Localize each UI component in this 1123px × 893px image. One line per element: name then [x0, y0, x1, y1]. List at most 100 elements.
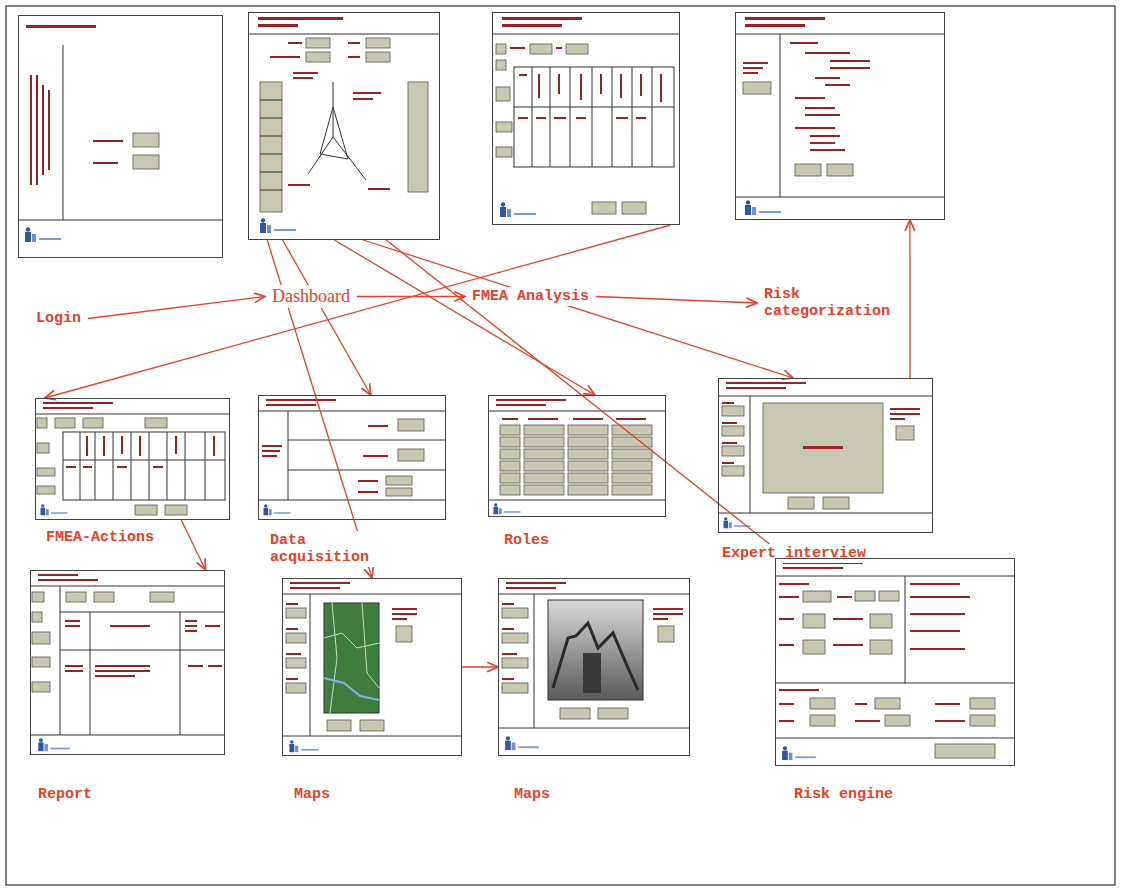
mockup-shape	[310, 594, 311, 736]
mockup-shape	[208, 665, 222, 667]
mockup-shape	[803, 614, 825, 628]
mockup-shape	[306, 38, 330, 48]
mockup-shape	[213, 436, 215, 456]
mockup-shape	[368, 425, 388, 427]
mockup-shape	[145, 418, 167, 428]
mockup-shape	[260, 172, 282, 173]
mockup-shape	[180, 612, 181, 735]
mockup-shape	[103, 436, 105, 456]
mockup-shape	[498, 728, 690, 729]
mockup-shape	[392, 613, 417, 615]
mockup-shape	[83, 418, 103, 428]
mockup-shape	[502, 678, 514, 680]
mockup-shape	[266, 399, 336, 401]
data-acquisition-mockup	[258, 399, 446, 515]
mockup-shape	[496, 60, 506, 70]
mockup-shape	[783, 567, 843, 569]
mockup-shape	[795, 97, 825, 99]
mockup-shape	[65, 670, 83, 672]
mockup-shape	[494, 503, 521, 514]
screen-label: FMEA-Actions	[43, 528, 157, 547]
mockup-shape	[803, 640, 825, 654]
mockup-shape	[722, 402, 734, 404]
mockup-shape	[93, 162, 118, 164]
mockup-shape	[510, 47, 525, 49]
screen-mockup: Dashboard	[248, 12, 440, 240]
mockup-shape	[570, 67, 571, 167]
mockup-shape	[286, 683, 306, 693]
screen-label: Dashboard	[269, 285, 353, 308]
mockup-shape	[653, 618, 668, 620]
screen-label: Data acquisition	[267, 531, 393, 567]
mockup-shape	[560, 708, 590, 719]
mockup-shape	[653, 608, 683, 610]
mockup-shape	[524, 437, 564, 447]
mockup-shape	[66, 592, 86, 602]
mockup-shape	[620, 74, 622, 98]
mockup-shape	[348, 42, 360, 44]
mockup-shape	[348, 56, 360, 58]
mockup-shape	[855, 703, 867, 705]
mockup-shape	[538, 74, 540, 98]
mockup-shape	[121, 436, 123, 454]
mockup-shape	[833, 618, 863, 620]
mockup-shape	[885, 715, 910, 726]
screen-mockup: Data acquisition	[258, 395, 446, 520]
mockup-shape	[205, 625, 220, 627]
mockup-shape	[524, 449, 564, 459]
mockup-shape	[286, 678, 298, 680]
mockup-shape	[970, 698, 995, 709]
flow-arrow	[45, 225, 671, 398]
mockup-shape	[38, 738, 70, 751]
mockup-shape	[855, 720, 880, 722]
mockup-shape	[63, 432, 225, 500]
flow-arrow	[181, 520, 205, 570]
mockup-shape	[43, 402, 113, 404]
mockup-shape	[35, 414, 230, 415]
mockup-shape	[149, 432, 150, 500]
mockup-shape	[188, 665, 203, 667]
mockup-shape	[583, 653, 601, 693]
mockup-shape	[260, 154, 282, 155]
mockup-shape	[775, 738, 1015, 739]
mockup-shape	[502, 683, 528, 693]
mockup-shape	[795, 127, 835, 129]
mockup-shape	[65, 620, 80, 622]
mockup-shape	[42, 85, 44, 175]
mockup-shape	[514, 67, 674, 167]
mockup-shape	[722, 426, 744, 436]
mockup-shape	[37, 443, 49, 453]
mockup-shape	[95, 432, 96, 500]
mockup-shape	[37, 468, 55, 476]
mockup-shape	[550, 67, 551, 167]
mockup-shape	[25, 227, 61, 242]
screen-mockup: Maps	[498, 578, 690, 756]
mockup-shape	[779, 618, 794, 620]
mockup-shape	[528, 418, 558, 420]
mockup-shape	[502, 17, 582, 20]
mockup-shape	[86, 436, 88, 456]
login-mockup	[18, 25, 223, 242]
mockup-shape	[622, 202, 646, 214]
mockup-shape	[805, 114, 840, 116]
mockup-shape	[970, 715, 995, 726]
mockup-shape	[110, 625, 150, 627]
mockup-shape	[548, 600, 643, 700]
mockup-shape	[83, 466, 92, 468]
mockup-shape	[554, 117, 566, 119]
mockup-shape	[288, 411, 289, 500]
mockup-shape	[38, 574, 78, 576]
mockup-shape	[524, 473, 564, 483]
mockup-shape	[600, 74, 602, 94]
mockup-shape	[803, 591, 831, 602]
mockup-shape	[743, 82, 771, 94]
mockup-shape	[660, 74, 662, 102]
mockup-shape	[745, 24, 805, 27]
mockup-shape	[135, 505, 157, 515]
mockup-shape	[289, 740, 318, 752]
screen-label: Login	[33, 309, 84, 328]
mockup-shape	[398, 419, 424, 431]
mockup-shape	[612, 449, 652, 459]
flow-arrow	[267, 240, 372, 578]
mockup-shape	[592, 67, 593, 167]
